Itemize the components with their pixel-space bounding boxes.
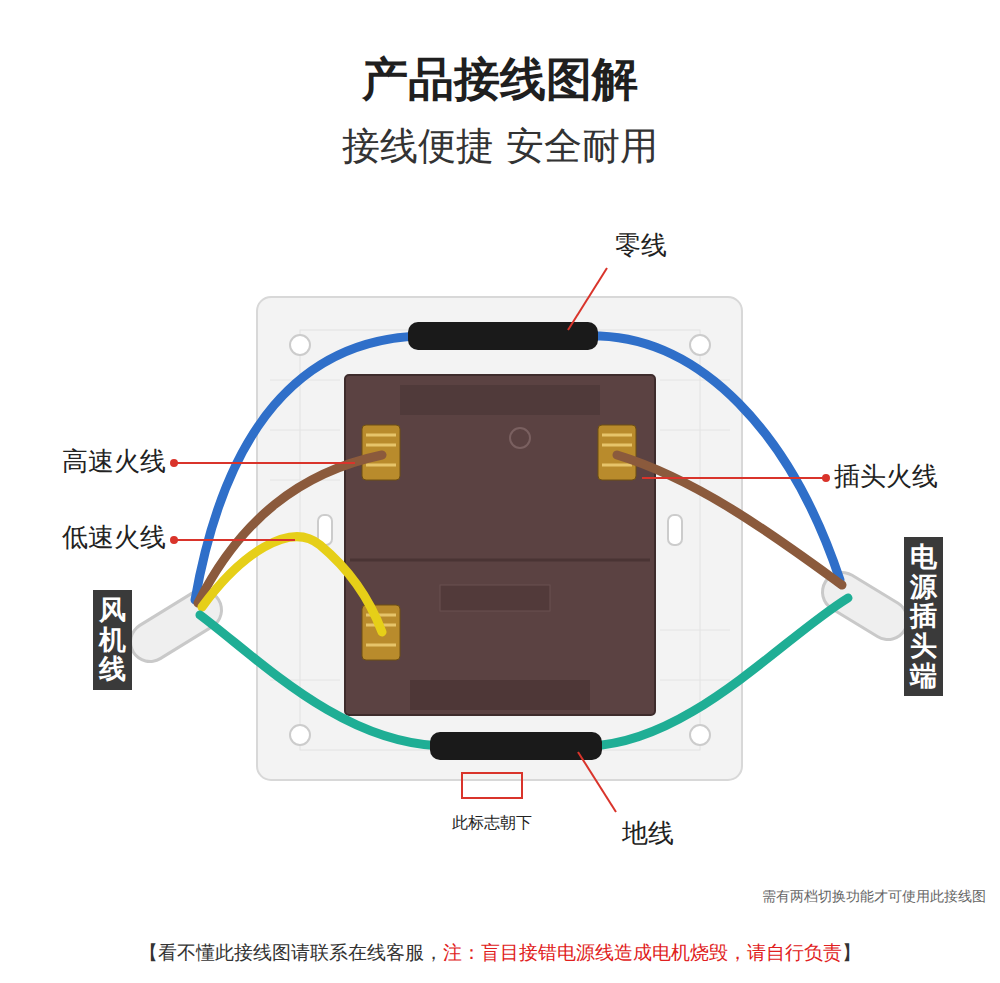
marker-box bbox=[462, 773, 522, 798]
wire-label: 低速火线 bbox=[62, 522, 166, 553]
plug-live-wire bbox=[617, 455, 842, 585]
leader-dot bbox=[171, 537, 177, 543]
cable-tag-text: 电源插头端 bbox=[910, 542, 937, 690]
terminal bbox=[362, 425, 636, 660]
warning-text: 注：盲目接错电源线造成电机烧毁，请自行负责 bbox=[443, 940, 842, 966]
subtitle: 接线便捷 安全耐用 bbox=[342, 124, 658, 170]
warning-text: 】 bbox=[842, 940, 861, 966]
low-speed-wire bbox=[202, 537, 382, 632]
cable-tag: 电源插头端 bbox=[904, 537, 943, 696]
module-seam bbox=[350, 559, 650, 562]
warning-line: 【看不懂此接线图请联系在线客服，注：盲目接错电源线造成电机烧毁，请自行负责】 bbox=[0, 940, 1000, 966]
wire-label: 插头火线 bbox=[834, 461, 938, 492]
insulation-tape bbox=[430, 732, 602, 760]
warning-text: 【看不懂此接线图请联系在线客服， bbox=[139, 940, 443, 966]
fan-cable bbox=[150, 610, 202, 642]
module-recess bbox=[400, 385, 600, 415]
leader-dot bbox=[823, 475, 829, 481]
switch-module bbox=[345, 375, 655, 715]
plate-rib bbox=[300, 330, 700, 750]
module-recess bbox=[410, 680, 590, 710]
title: 产品接线图解 bbox=[362, 52, 638, 107]
cable-tag-text: 风机线 bbox=[99, 595, 126, 684]
fan-cable bbox=[150, 610, 202, 642]
usage-note: 需有两档切换功能才可使用此接线图 bbox=[762, 888, 986, 905]
leader-line bbox=[174, 462, 355, 464]
neutral-wire bbox=[195, 336, 840, 600]
terminal-thread bbox=[366, 435, 632, 645]
module-recess bbox=[440, 585, 550, 611]
wire-label: 地线 bbox=[622, 818, 674, 849]
wire-label: 高速火线 bbox=[62, 446, 166, 477]
cert-mark bbox=[510, 428, 530, 448]
leader-line bbox=[568, 268, 607, 330]
screw-holes bbox=[290, 335, 710, 745]
leader-dot bbox=[171, 460, 177, 466]
wire-label: 零线 bbox=[615, 230, 667, 261]
earth-wire bbox=[200, 598, 848, 746]
leader-line bbox=[174, 539, 295, 541]
cable-tag: 风机线 bbox=[93, 590, 132, 690]
marker-note: 此标志朝下 bbox=[452, 813, 532, 832]
leader-line bbox=[578, 752, 616, 812]
leader-line bbox=[642, 477, 826, 479]
